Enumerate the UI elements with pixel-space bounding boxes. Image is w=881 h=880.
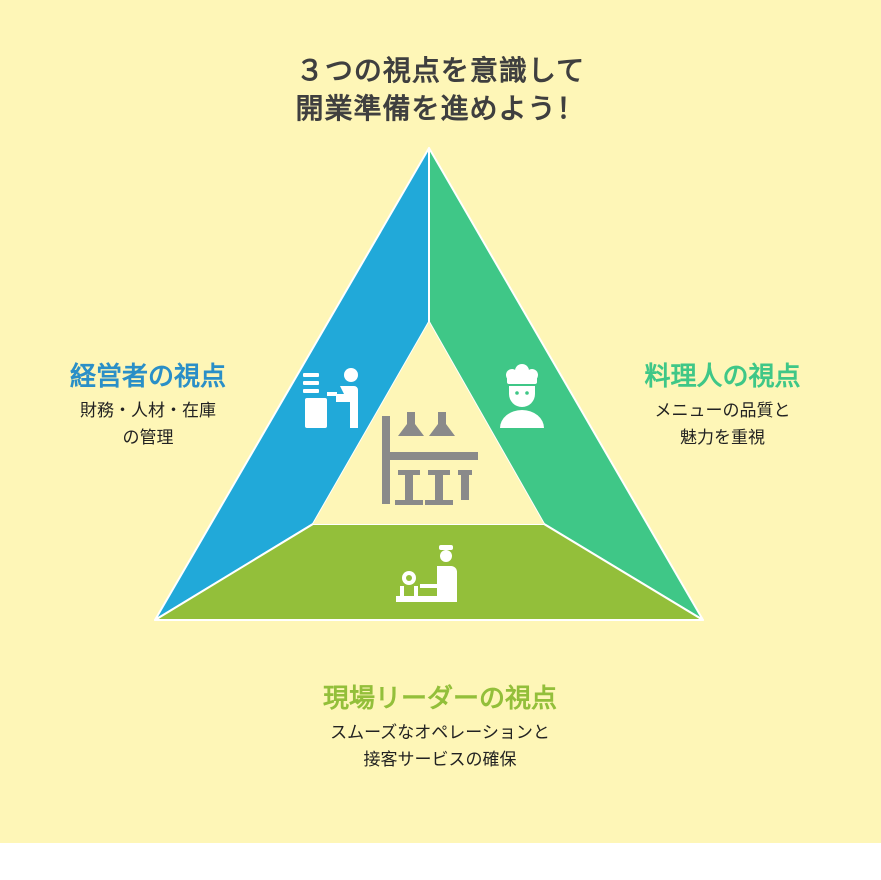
bar-counter-icon	[382, 412, 478, 505]
management-description: 財務・人材・在庫 の管理	[28, 398, 268, 452]
center-triangle	[313, 322, 544, 524]
management-label: 経営者の視点 財務・人材・在庫 の管理	[28, 360, 268, 452]
diagram-canvas: ３つの視点を意識して 開業準備を進めよう！ 経営者の視点 財務・人材・在庫 の管…	[0, 0, 881, 843]
server-counter-icon	[396, 545, 457, 602]
title-line-2: 開業準備を進めよう！	[295, 92, 586, 125]
management-desc-line-1: 財務・人材・在庫	[80, 401, 216, 421]
floor-leader-description: スムーズなオペレーションと 接客サービスの確保	[200, 720, 680, 774]
floor-leader-heading: 現場リーダーの視点	[322, 684, 557, 714]
chef-desc-line-2: 魅力を重視	[680, 428, 765, 448]
chef-description: メニューの品質と 魅力を重視	[605, 398, 840, 452]
floor-leader-desc-line-2: 接客サービスの確保	[363, 750, 517, 770]
chef-heading: 料理人の視点	[644, 362, 801, 392]
floor-leader-label: 現場リーダーの視点 スムーズなオペレーションと 接客サービスの確保	[200, 682, 680, 774]
triangle-diagram	[154, 147, 704, 621]
chef-desc-line-1: メニューの品質と	[654, 401, 791, 421]
chef-label: 料理人の視点 メニューの品質と 魅力を重視	[605, 360, 840, 452]
chef-icon	[500, 364, 544, 428]
floor-leader-desc-line-1: スムーズなオペレーションと	[330, 723, 550, 743]
page-title: ３つの視点を意識して 開業準備を進めよう！	[0, 52, 881, 128]
management-desc-line-2: の管理	[122, 428, 174, 448]
office-worker-icon	[303, 368, 358, 428]
management-heading: 経営者の視点	[69, 362, 226, 392]
title-line-1: ３つの視点を意識して	[295, 54, 586, 87]
